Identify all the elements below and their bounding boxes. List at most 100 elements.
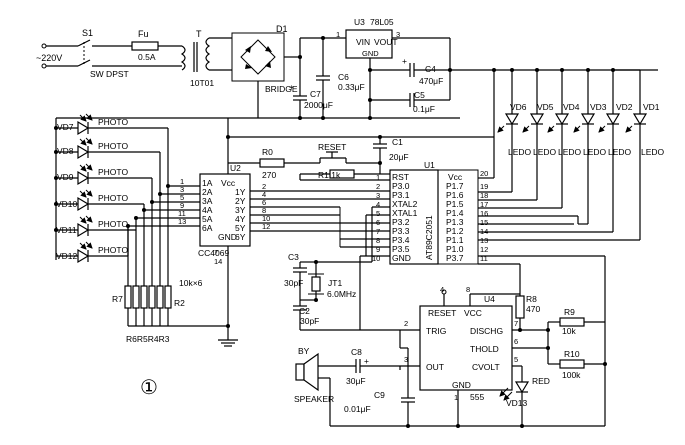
vd9-label: VD9	[57, 172, 74, 182]
fuse-label: Fu	[138, 29, 149, 39]
u2-to-u1-wires: 2 4 6 8 10 12	[250, 182, 340, 232]
c5-value: 0.1μF	[413, 104, 435, 114]
svg-text:XTAL2: XTAL2	[392, 199, 418, 209]
svg-text:P3.2: P3.2	[392, 217, 410, 227]
r8-label: R8	[526, 294, 537, 304]
vd7-label: VD7	[57, 122, 74, 132]
u1-model: AT89C2051	[424, 215, 434, 260]
u2-model: CC4069	[198, 248, 229, 258]
svg-text:P1.0: P1.0	[446, 244, 464, 254]
svg-text:1: 1	[336, 30, 340, 39]
led-vd6: VD6 LEDO	[497, 70, 532, 192]
svg-text:19: 19	[480, 182, 488, 191]
svg-text:THOLD: THOLD	[470, 344, 499, 354]
svg-text:P1.3: P1.3	[446, 217, 464, 227]
svg-text:Vcc: Vcc	[448, 172, 463, 182]
vd3-label: VD3	[590, 102, 607, 112]
svg-text:3: 3	[376, 191, 380, 200]
svg-text:1: 1	[376, 173, 380, 182]
u1-name: U1	[424, 160, 435, 170]
svg-text:13: 13	[178, 217, 186, 226]
vd6-label: VD6	[510, 102, 527, 112]
svg-text:1: 1	[454, 393, 458, 402]
svg-text:3: 3	[404, 355, 408, 364]
mains-input: ~220V	[36, 43, 78, 69]
c2-value: 30pF	[300, 316, 319, 326]
svg-text:5Y: 5Y	[235, 223, 246, 233]
rail-top	[298, 37, 346, 96]
photo-bank: VD7 PHOTO VD8 PHOTO VD9 PHOTO	[54, 113, 228, 264]
photo-vd11: VD11 PHOTO	[54, 215, 136, 238]
led-vd1: VD1 LEDO	[613, 69, 665, 240]
chip-u2: U2 1A 2A 3A 4A 5A 6A Vcc 1Y 2Y 3Y 4Y 5Y …	[198, 135, 251, 347]
svg-text:11: 11	[480, 254, 488, 263]
vd10-label: VD10	[56, 199, 78, 209]
c6-value: 0.33μF	[338, 82, 365, 92]
reset-circuit: R0 270 RESET R1 1k C1 20μF	[228, 135, 494, 180]
svg-text:9: 9	[376, 245, 380, 254]
svg-text:6A: 6A	[202, 223, 213, 233]
r1-label: R1 1k	[318, 170, 341, 180]
svg-text:P1.6: P1.6	[446, 190, 464, 200]
vd4-label: VD4	[563, 102, 580, 112]
c4-label: C4	[425, 64, 436, 74]
svg-text:TRIG: TRIG	[426, 326, 446, 336]
photo-vd10: VD10 PHOTO	[54, 189, 144, 212]
vd5-type: LEDO	[533, 147, 557, 157]
c3-value: 30pF	[284, 278, 303, 288]
vd9-type: PHOTO	[98, 167, 128, 177]
u3-model: 78L05	[370, 17, 394, 27]
vd7-type: PHOTO	[98, 117, 128, 127]
svg-text:RESET: RESET	[428, 308, 456, 318]
led-vd3: VD3 LEDO	[573, 70, 607, 224]
reset-label: RESET	[318, 142, 346, 152]
photo-to-u2-wires: 1 3 5 9 11 13	[126, 128, 200, 256]
crystal-circuit: C3 30pF JT1 6.0MHz C2 30pF	[284, 206, 390, 331]
c4-value: 470μF	[419, 76, 443, 86]
svg-text:CVOLT: CVOLT	[472, 362, 500, 372]
svg-text:GND: GND	[392, 253, 411, 263]
u4-model: 555	[470, 392, 484, 402]
svg-text:8: 8	[262, 206, 266, 215]
r10-value: 100k	[562, 370, 581, 380]
photo-vd12: VD12 PHOTO	[56, 241, 128, 264]
svg-text:Vcc: Vcc	[221, 178, 236, 188]
svg-text:3: 3	[396, 30, 400, 39]
svg-text:14: 14	[480, 227, 488, 236]
regulator-u3: U3 78L05 VIN VOUT GND 1 3	[336, 17, 450, 118]
r0-value: 270	[262, 170, 276, 180]
capacitor-c7: + C7 2000μF	[289, 82, 333, 118]
bridge-label: BRIDGE	[265, 84, 298, 94]
c1-value: 20μF	[389, 152, 409, 162]
svg-text:5: 5	[376, 209, 380, 218]
vd8-type: PHOTO	[98, 141, 128, 151]
vd1-type: LEDO	[641, 147, 665, 157]
svg-text:VCC: VCC	[464, 308, 482, 318]
vd4-type: LEDO	[558, 147, 582, 157]
svg-text:20: 20	[480, 169, 488, 178]
speaker-label: SPEAKER	[294, 394, 334, 404]
jt1-label: JT1	[328, 278, 342, 288]
svg-text:1: 1	[180, 177, 184, 186]
svg-text:RST: RST	[392, 172, 409, 182]
vd1-label: VD1	[643, 102, 660, 112]
switch-s1: S1 SW DPST	[77, 28, 182, 79]
svg-text:P3.0: P3.0	[392, 181, 410, 191]
svg-text:P3.4: P3.4	[392, 235, 410, 245]
svg-text:2: 2	[262, 182, 266, 191]
svg-text:P3.1: P3.1	[392, 190, 410, 200]
svg-text:2A: 2A	[202, 187, 213, 197]
vd10-type: PHOTO	[98, 193, 128, 203]
photo-vd7: VD7 PHOTO	[54, 113, 168, 136]
c6-label: C6	[338, 72, 349, 82]
svg-text:P3.5: P3.5	[392, 244, 410, 254]
svg-text:4: 4	[262, 190, 266, 199]
vd13-label: VD13	[506, 398, 528, 408]
transformer-model: 10T01	[190, 78, 214, 88]
vcc-rail	[450, 68, 658, 179]
svg-text:4A: 4A	[202, 205, 213, 215]
vd11-type: PHOTO	[98, 219, 128, 229]
capacitor-c6: C6 0.33μF	[316, 36, 365, 118]
figure-number: ①	[140, 377, 158, 399]
